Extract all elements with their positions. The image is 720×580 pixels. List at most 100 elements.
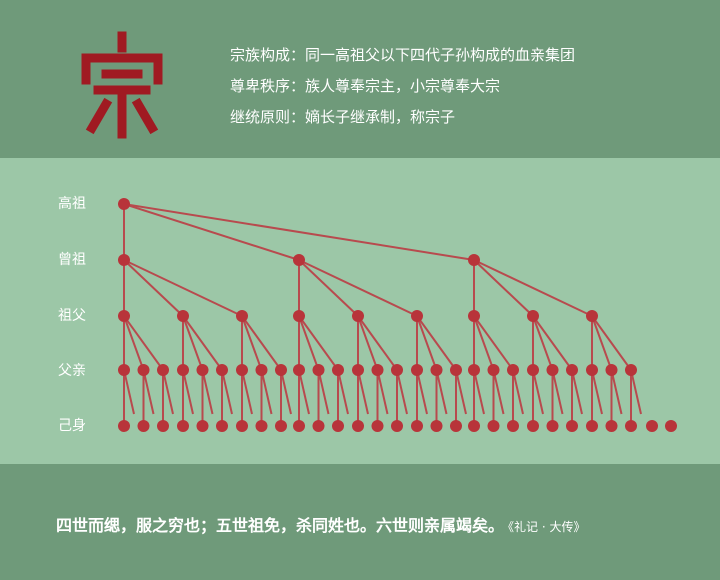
lineage-link [142, 369, 155, 415]
lineage-link [416, 369, 428, 415]
person-node-gen4 [157, 420, 169, 432]
person-node-gen3 [332, 364, 344, 376]
lineage-link [298, 315, 339, 371]
lineage-link [416, 315, 457, 371]
person-node-gen4 [411, 420, 423, 432]
lineage-link [123, 259, 184, 317]
person-node-gen4 [118, 420, 130, 432]
person-node-gen4 [430, 420, 443, 432]
lineage-link [162, 369, 174, 415]
lineage-link [532, 369, 544, 415]
person-node-gen3 [450, 364, 462, 376]
person-node-gen4 [236, 420, 248, 432]
lineage-tree [118, 198, 677, 432]
lineage-link [473, 315, 495, 371]
lineage-link [298, 315, 320, 371]
lineage-link [357, 315, 398, 371]
person-node-gen3 [196, 364, 209, 376]
person-node-gen4 [625, 420, 637, 432]
lineage-link [298, 369, 310, 415]
info-hierarchy: 尊卑秩序：族人尊奉宗主，小宗尊奉大宗 [230, 77, 501, 95]
lineage-link [610, 369, 623, 415]
lineage-link [455, 369, 467, 415]
person-node-gen4 [196, 420, 209, 432]
person-node-gen3 [546, 364, 559, 376]
lineage-link [182, 315, 204, 371]
person-node-gen3 [312, 364, 325, 376]
person-node-gen4 [665, 420, 677, 432]
person-node-gen4 [487, 420, 500, 432]
lineage-link [473, 259, 534, 317]
lineage-link [492, 369, 505, 415]
person-node-gen3 [468, 364, 480, 376]
person-node-gen4 [312, 420, 325, 432]
person-node-gen2 [468, 310, 480, 322]
gen-label-zufu: 祖父 [58, 308, 86, 324]
lineage-link [123, 259, 243, 317]
header-panel: 宗族构成：同一高祖父以下四代子孙构成的血亲集团 尊卑秩序：族人尊奉宗主，小宗尊奉… [0, 0, 720, 158]
person-node-gen4 [527, 420, 539, 432]
person-node-gen3 [352, 364, 364, 376]
lineage-link [591, 315, 613, 371]
person-node-gen4 [137, 420, 150, 432]
person-node-gen2 [352, 310, 364, 322]
person-node-gen3 [236, 364, 248, 376]
lineage-link [473, 315, 514, 371]
person-node-gen4 [566, 420, 578, 432]
person-node-gen3 [275, 364, 287, 376]
lineage-link [435, 369, 448, 415]
clan-info: 宗族构成：同一高祖父以下四代子孙构成的血亲集团 尊卑秩序：族人尊奉宗主，小宗尊奉… [230, 40, 575, 133]
lineage-link [571, 369, 583, 415]
lineage-link [123, 315, 164, 371]
person-node-gen3 [487, 364, 500, 376]
person-node-gen3 [255, 364, 268, 376]
person-node-gen3 [411, 364, 423, 376]
lineage-link [123, 203, 475, 261]
person-node-gen4 [468, 420, 480, 432]
person-node-gen3 [177, 364, 189, 376]
person-node-gen2 [586, 310, 598, 322]
lineage-link [473, 369, 485, 415]
person-node-gen3 [625, 364, 637, 376]
footer-panel: 四世而缌，服之穷也；五世祖免，杀同姓也。六世则亲属竭矣。《礼记 · 大传》 [0, 464, 720, 580]
person-node-gen3 [430, 364, 443, 376]
lineage-link [551, 369, 564, 415]
person-node-gen2 [177, 310, 189, 322]
person-node-gen4 [450, 420, 462, 432]
classic-quote: 四世而缌，服之穷也；五世祖免，杀同姓也。六世则亲属竭矣。《礼记 · 大传》 [56, 512, 585, 536]
lineage-link [416, 315, 438, 371]
lineage-link [298, 259, 418, 317]
lineage-link [357, 369, 369, 415]
person-node-gen2 [236, 310, 248, 322]
person-node-gen4 [586, 420, 598, 432]
person-node-gen3 [371, 364, 384, 376]
person-node-gen4 [391, 420, 403, 432]
person-node-gen4 [546, 420, 559, 432]
person-node-gen4 [275, 420, 287, 432]
lineage-link [532, 315, 554, 371]
person-node-gen3 [507, 364, 519, 376]
person-node-gen3 [527, 364, 539, 376]
person-node-gen4 [646, 420, 658, 432]
person-node-gen4 [216, 420, 228, 432]
person-node-gen3 [216, 364, 228, 376]
info-succession: 继统原则：嫡长子继承制，称宗子 [230, 108, 456, 126]
gen-label-fuqin: 父亲 [58, 363, 86, 379]
lineage-tree-panel: 高祖 曾祖 祖父 父亲 己身 [0, 158, 720, 464]
lineage-link [201, 369, 214, 415]
lineage-link [241, 315, 263, 371]
lineage-link [630, 369, 642, 415]
lineage-link [532, 315, 573, 371]
lineage-link [357, 315, 379, 371]
person-node-gen4 [605, 420, 618, 432]
person-node-gen3 [118, 364, 130, 376]
gen-label-gaozu: 高祖 [58, 196, 86, 212]
person-node-gen4 [255, 420, 268, 432]
person-node-gen1 [293, 254, 305, 266]
gen-label-jishen: 己身 [58, 418, 86, 434]
lineage-link [221, 369, 233, 415]
lineage-link [591, 315, 632, 371]
person-node-gen2 [527, 310, 539, 322]
lineage-link [317, 369, 330, 415]
person-node-gen2 [293, 310, 305, 322]
